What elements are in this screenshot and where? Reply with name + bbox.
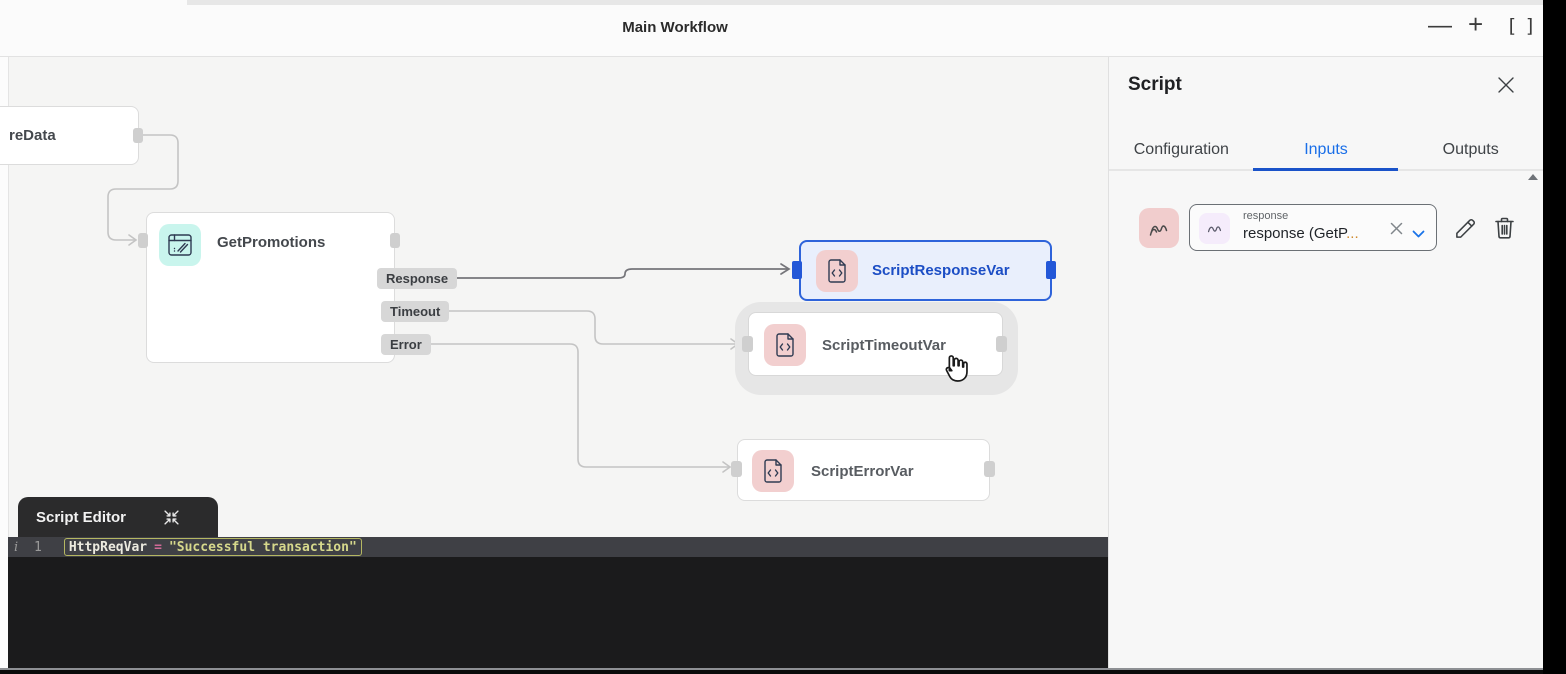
code-string: "Successful transaction" xyxy=(168,539,357,555)
output-label-timeout[interactable]: Timeout xyxy=(381,301,450,322)
collapse-icon[interactable] xyxy=(164,509,179,525)
variable-type-icon xyxy=(1199,213,1230,244)
properties-panel xyxy=(1108,57,1543,668)
node-getpromotions-label: GetPromotions xyxy=(217,234,326,251)
panel-tabs: Configuration Inputs Outputs xyxy=(1109,130,1543,171)
tab-configuration[interactable]: Configuration xyxy=(1133,140,1229,158)
panel-title: Script xyxy=(1128,74,1182,95)
script-editor-tab-label: Script Editor xyxy=(36,508,127,526)
node-script-response-var[interactable]: ScriptResponseVar xyxy=(799,240,1052,301)
fullscreen-icon[interactable]: [] xyxy=(1506,15,1543,37)
titlebar xyxy=(0,0,1543,56)
fullscreen-bracket-left: [ xyxy=(1506,15,1525,37)
code-file-icon xyxy=(816,250,858,292)
right-black-strip xyxy=(1543,0,1566,674)
titlebar-top-strip xyxy=(187,0,1543,5)
canvas-left-margin xyxy=(0,57,8,668)
node-script-response-var-label: ScriptResponseVar xyxy=(872,262,1010,279)
port-script-error-var-out[interactable] xyxy=(984,461,995,477)
hand-cursor-icon xyxy=(945,355,968,382)
zoom-in-icon[interactable]: + xyxy=(1468,9,1484,39)
tab-inputs[interactable]: Inputs xyxy=(1304,140,1348,158)
port-script-response-var-out[interactable] xyxy=(1046,261,1056,279)
fullscreen-bracket-right: ] xyxy=(1524,15,1543,37)
line-number: 1 xyxy=(34,539,42,555)
bottom-black-strip xyxy=(0,670,1566,674)
select-field-value: response (GetP... xyxy=(1243,225,1359,242)
script-editor-body[interactable] xyxy=(8,557,1108,668)
output-label-response[interactable]: Response xyxy=(377,268,458,289)
tab-outputs[interactable]: Outputs xyxy=(1442,140,1499,158)
code-line[interactable]: i 1 HttpReqVar = "Successful transaction… xyxy=(8,537,1108,557)
minimize-icon[interactable]: — xyxy=(1428,12,1452,39)
code-highlight-box[interactable]: HttpReqVar = "Successful transaction" xyxy=(63,538,362,556)
http-request-icon xyxy=(159,224,201,266)
input-type-icon xyxy=(1139,208,1179,248)
bottom-border-line xyxy=(0,668,1543,670)
scrollbar-up-arrow[interactable] xyxy=(1528,174,1538,180)
port-script-error-var-in[interactable] xyxy=(731,461,742,477)
node-script-error-var[interactable]: ScriptErrorVar xyxy=(737,439,990,501)
port-script-timeout-var-out[interactable] xyxy=(996,336,1007,352)
window-title: Main Workflow xyxy=(622,19,728,36)
node-getpromotions[interactable]: GetPromotions xyxy=(146,212,395,363)
node-script-timeout-var-label: ScriptTimeoutVar xyxy=(822,337,946,354)
edit-pencil-icon[interactable] xyxy=(1454,217,1477,245)
select-value-text: response (GetP xyxy=(1243,225,1347,242)
port-script-timeout-var-in[interactable] xyxy=(742,336,753,352)
output-label-error[interactable]: Error xyxy=(381,334,431,355)
select-field-label: response xyxy=(1243,210,1289,222)
chevron-down-icon[interactable] xyxy=(1412,226,1425,244)
node-script-error-var-label: ScriptErrorVar xyxy=(811,463,914,480)
script-editor-tab[interactable]: Script Editor xyxy=(18,497,218,537)
port-redata-out[interactable] xyxy=(133,128,143,143)
code-file-icon xyxy=(752,450,794,492)
active-tab-underline xyxy=(1253,168,1398,171)
clear-icon[interactable] xyxy=(1390,222,1403,240)
port-getpromotions-out[interactable] xyxy=(390,233,400,248)
select-value-ellipsis: ... xyxy=(1346,225,1359,242)
node-redata[interactable]: reData xyxy=(0,106,139,165)
port-getpromotions-in[interactable] xyxy=(138,233,148,248)
canvas-left-border xyxy=(8,57,9,537)
variable-select[interactable]: response response (GetP... xyxy=(1189,204,1437,251)
port-script-response-var-in[interactable] xyxy=(792,261,802,279)
code-operator: = xyxy=(154,539,162,555)
code-variable: HttpReqVar xyxy=(68,539,148,555)
gutter-info-marker: i xyxy=(14,539,19,555)
close-icon[interactable] xyxy=(1497,76,1515,99)
titlebar-separator xyxy=(0,56,1543,57)
trash-icon[interactable] xyxy=(1494,216,1515,245)
node-redata-label: reData xyxy=(9,127,56,144)
code-file-icon xyxy=(764,324,806,366)
